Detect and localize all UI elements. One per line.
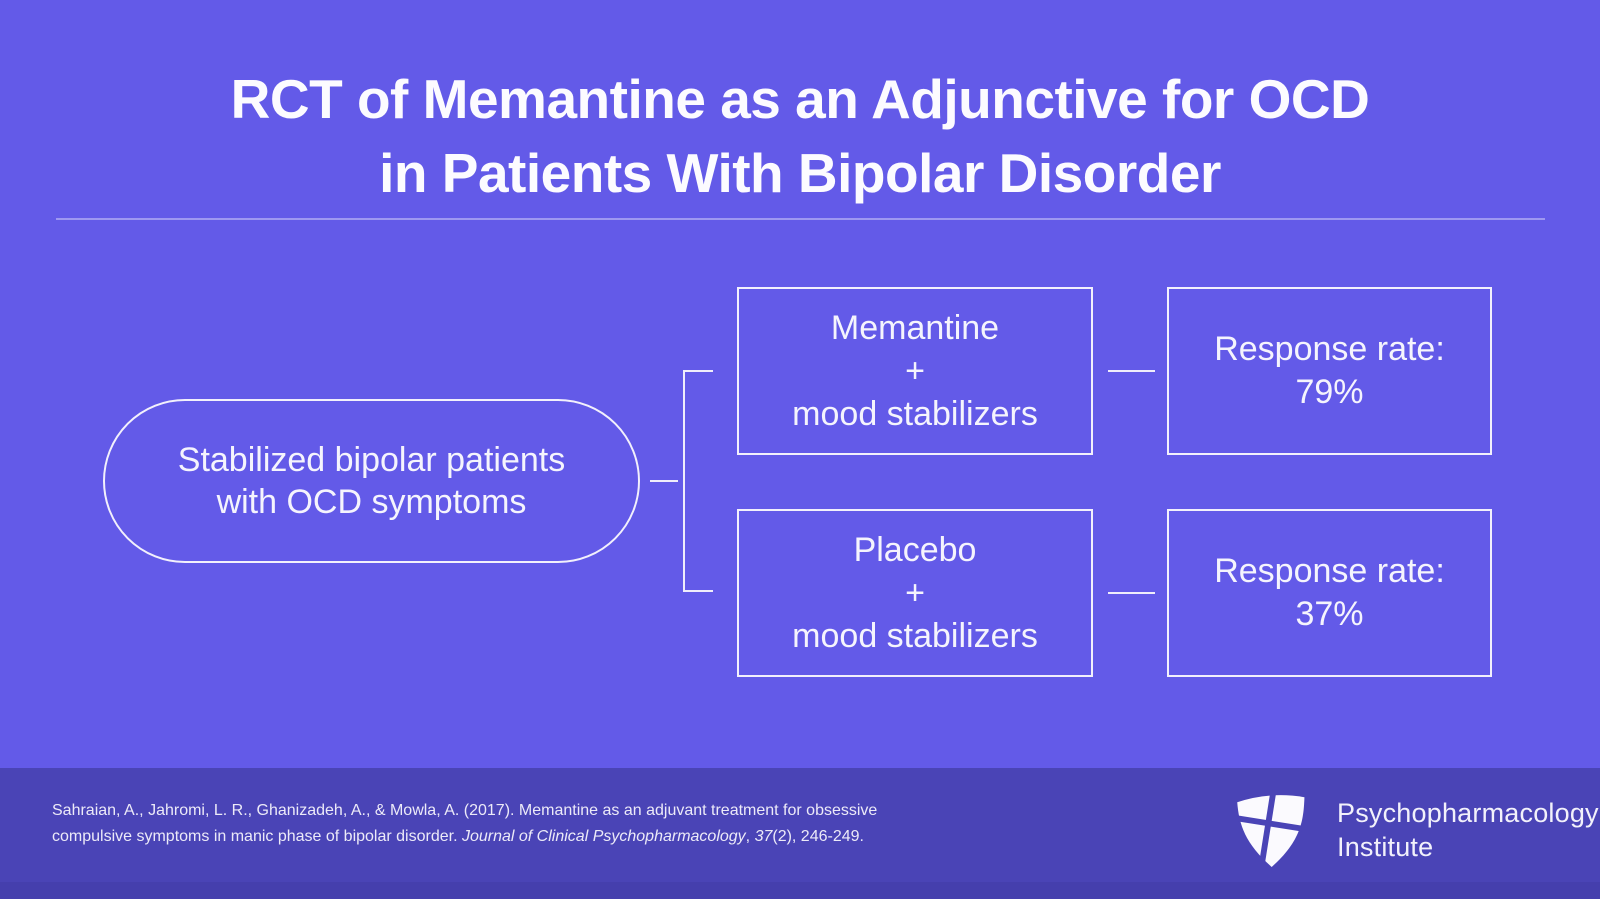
slide-title-line-1: RCT of Memantine as an Adjunctive for OC… [230,68,1370,130]
connector-pill-to-bracket [650,480,678,482]
population-line-2: with OCD symptoms [216,483,527,521]
arm2-line-2: + [905,573,925,612]
slide-title-line-2: in Patients With Bipolar Disorder [379,142,1221,204]
outcome-memantine-box: Response rate: 79% [1167,287,1492,455]
citation-volume: 37 [754,828,773,845]
connector-bracket-top-stub [685,370,713,372]
citation: Sahraian, A., Jahromi, L. R., Ghanizadeh… [52,798,882,850]
citation-line-2: compulsive symptoms in manic phase of bi… [52,824,882,850]
arm2-line-3: mood stabilizers [792,616,1038,655]
citation-line-2-mid: , [745,828,755,845]
treatment-arm-memantine-box: Memantine + mood stabilizers [737,287,1093,455]
outcome-placebo-box: Response rate: 37% [1167,509,1492,677]
arm2-line-1: Placebo [853,530,977,569]
title-divider [56,218,1545,220]
population-line-1: Stabilized bipolar patients [177,441,566,479]
footer-bottom-strip [0,882,1600,899]
connector-bracket-vertical [683,370,685,592]
psychopharmacology-institute-logo: Psychopharmacology Institute [1228,788,1599,872]
connector-arm1-to-outcome [1108,370,1155,372]
treatment-arm-placebo-box: Placebo + mood stabilizers [737,509,1093,677]
citation-journal-name: Journal of Clinical Psychopharmacology [461,828,746,845]
logo-text-line-1: Psychopharmacology [1337,798,1599,828]
outcome2-value: 37% [1295,595,1364,633]
arm1-line-3: mood stabilizers [792,394,1038,433]
citation-line-2-plain: compulsive symptoms in manic phase of bi… [52,828,462,845]
citation-line-2-end: (2), 246-249. [772,828,864,845]
footer-bar: Sahraian, A., Jahromi, L. R., Ghanizadeh… [0,768,1600,899]
slide-title: RCT of Memantine as an Adjunctive for OC… [0,62,1600,210]
outcome2-label: Response rate: [1214,552,1445,590]
outcome1-label: Response rate: [1214,330,1445,368]
citation-line-1: Sahraian, A., Jahromi, L. R., Ghanizadeh… [52,802,878,819]
logo-text: Psychopharmacology Institute [1337,796,1599,864]
logo-text-line-2: Institute [1337,832,1434,862]
shield-cross-icon [1228,788,1312,872]
connector-bracket-bottom-stub [685,590,713,592]
population-node: Stabilized bipolar patients with OCD sym… [103,399,640,563]
connector-arm2-to-outcome [1108,592,1155,594]
arm1-line-2: + [905,351,925,390]
outcome1-value: 79% [1295,373,1364,411]
arm1-line-1: Memantine [830,308,1000,347]
